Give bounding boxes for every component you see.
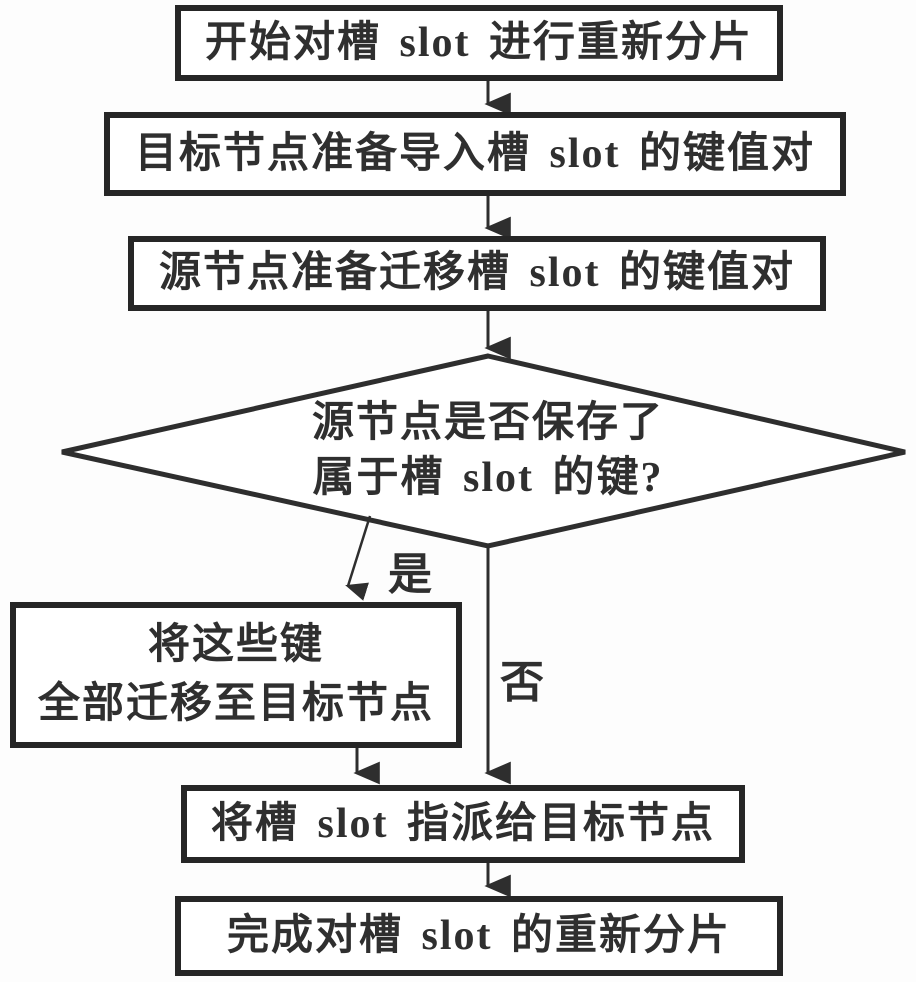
node-migrate-keys-line1: 将这些键: [147, 622, 324, 669]
node-target-prepare: 目标节点准备导入槽 slot 的键值对: [104, 112, 846, 196]
label-yes: 是: [388, 538, 432, 602]
node-assign-slot-label: 将槽 slot 指派给目标节点: [210, 800, 715, 847]
decision-text-line2: 属于槽 slot 的键?: [312, 455, 664, 501]
node-migrate-keys: 将这些键 全部迁移至目标节点: [10, 602, 462, 748]
decision-text-line1: 源节点是否保存了: [311, 400, 664, 447]
label-yes-text: 是: [388, 550, 432, 599]
node-source-prepare-label: 源节点准备迁移槽 slot 的键值对: [158, 250, 795, 297]
node-start-label: 开始对槽 slot 进行重新分片: [204, 19, 753, 66]
node-assign-slot: 将槽 slot 指派给目标节点: [181, 785, 745, 863]
node-finish-label: 完成对槽 slot 的重新分片: [226, 912, 731, 959]
node-source-prepare: 源节点准备迁移槽 slot 的键值对: [128, 236, 826, 311]
arrow-yes-branch: [345, 515, 372, 601]
label-no-text: 否: [500, 658, 544, 707]
node-start: 开始对槽 slot 进行重新分片: [175, 5, 783, 81]
node-finish: 完成对槽 slot 的重新分片: [175, 896, 783, 976]
node-target-prepare-label: 目标节点准备导入槽 slot 的键值对: [134, 130, 815, 177]
node-migrate-keys-line2: 全部迁移至目标节点: [37, 681, 434, 727]
decision-text: 源节点是否保存了 属于槽 slot 的键?: [238, 392, 738, 510]
label-no: 否: [500, 646, 544, 710]
